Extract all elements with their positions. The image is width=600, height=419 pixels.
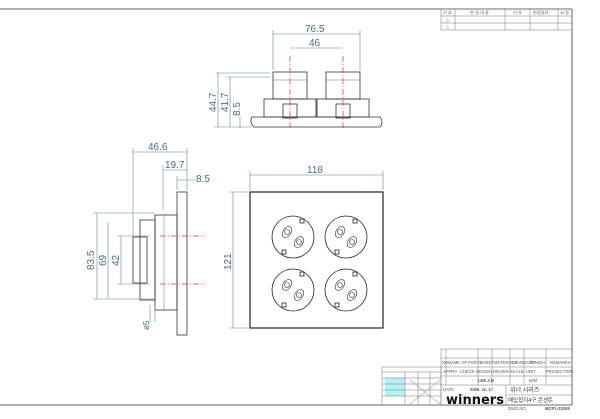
tb-name-of-parts: NAME OF PARTS	[448, 360, 482, 365]
ground-clip	[299, 218, 305, 224]
socket-pin-hole	[293, 236, 305, 248]
tb-check: CHECK	[460, 369, 475, 374]
tb-product: 매입접지4구 콘센트	[508, 396, 553, 404]
rev-header-reason: 이 유	[513, 9, 522, 16]
socket-pin-hole	[334, 226, 346, 238]
rev-header-date: 변경일자	[533, 9, 549, 16]
revision-table: 기 호 변 경 내 용 이 유 변경일자 서 명 △ △	[440, 8, 573, 31]
tb-projection: PROJECTION	[546, 369, 573, 374]
socket-2	[324, 215, 368, 259]
tb-remarks: REMARKS	[550, 360, 571, 365]
dim-118: 118	[307, 165, 323, 176]
socket-pin-hole	[346, 236, 358, 248]
dim-42: 42	[111, 254, 122, 266]
ground-clip	[352, 218, 358, 224]
tb-unit: UNIT	[526, 369, 536, 374]
dim-hole-dia: ø5	[142, 320, 151, 330]
ground-clip	[334, 302, 340, 308]
tb-finish: FINISH	[531, 360, 545, 365]
tb-standard: STANDARD	[512, 360, 535, 365]
tb-no: NO	[442, 360, 449, 365]
dim-76-5: 76.5	[305, 24, 325, 35]
dim-46: 46	[309, 38, 321, 49]
tb-design: DESIGN	[476, 369, 492, 374]
socket-pin-hole	[346, 289, 358, 301]
tb-drawn: DRAWN	[493, 369, 509, 374]
dim-44-7: 44.7	[208, 92, 219, 112]
tb-scale: SCALE	[510, 369, 524, 374]
side-view: 46.6 19.7 8.5 83.5 69 42 ø5	[86, 142, 210, 336]
sheet-frame	[0, 8, 573, 406]
socket-3	[271, 268, 315, 312]
rev-mark-1: △	[446, 17, 450, 22]
ground-clip	[299, 271, 305, 277]
dim-69: 69	[98, 254, 109, 266]
front-view: 118 121	[223, 165, 384, 329]
ground-clip	[334, 249, 340, 255]
title-block: NO NAME OF PARTS SHEET MATERIALS STANDAR…	[440, 348, 573, 408]
side-dimensions	[93, 148, 195, 322]
dim-46-6: 46.6	[148, 142, 168, 153]
socket-4	[324, 268, 368, 312]
socket-1	[271, 215, 315, 259]
ground-clip	[281, 302, 287, 308]
dim-19-7: 19.7	[165, 160, 185, 171]
dim-83-5: 83.5	[86, 250, 97, 270]
dim-8-5-top: 8.5	[232, 102, 243, 116]
tb-series: 위너 시리즈	[510, 386, 540, 394]
rev-header-mark: 기 호	[443, 9, 452, 16]
socket-pin-hole	[281, 226, 293, 238]
socket-pin-hole	[334, 279, 346, 291]
ground-clip	[352, 271, 358, 277]
tb-date: 2006. 11. 17	[470, 387, 494, 392]
ground-clip	[281, 249, 287, 255]
tb-materials: MATERIALS	[494, 360, 518, 365]
dim-8-5-side: 8.5	[196, 174, 210, 185]
rev-header-content: 변 경 내 용	[470, 9, 489, 16]
socket-pin-hole	[281, 279, 293, 291]
tb-designer: LEE.J.H	[478, 378, 494, 383]
dim-121: 121	[223, 253, 234, 270]
tb-unit-value: M/M	[529, 378, 538, 383]
rev-header-sign: 서 명	[560, 9, 569, 16]
dim-41-7: 41.7	[220, 92, 231, 112]
tb-apprv: APPRV	[443, 369, 457, 374]
rev-mark-2: △	[446, 24, 450, 29]
top-view: 76.5 46 44.7 41.7 8.5	[208, 24, 383, 130]
tb-date-label: DATE	[443, 387, 454, 392]
socket-outlets	[271, 215, 368, 312]
top-dimensions	[214, 30, 361, 128]
tb-sheet: SHEET	[480, 360, 494, 365]
parts-list-table	[381, 366, 442, 406]
socket-pin-hole	[293, 289, 305, 301]
winners-logo: winners	[446, 393, 504, 408]
